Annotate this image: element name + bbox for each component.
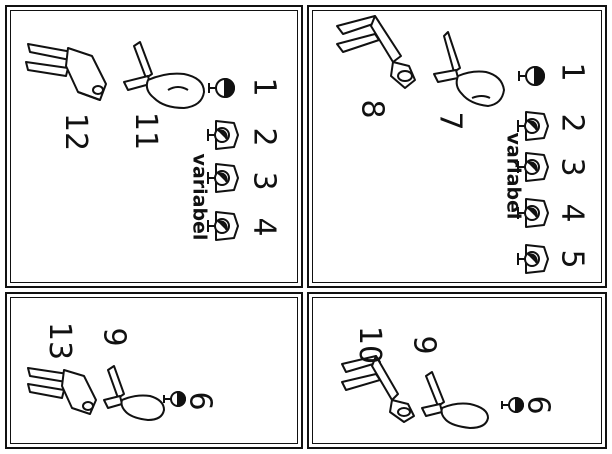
lamp-icon <box>498 393 528 417</box>
number-label: 1 <box>554 62 590 82</box>
panel-bottom-left-frame <box>10 297 298 444</box>
chair-icon <box>100 362 170 422</box>
table-icon <box>24 362 104 418</box>
chair-icon <box>430 28 508 108</box>
panel-top-left <box>5 5 303 288</box>
number-label: 7 <box>432 111 468 131</box>
number-label: 4 <box>554 203 590 223</box>
variabel-label: variabel <box>502 132 525 220</box>
lamp-icon <box>205 74 239 102</box>
number-label: 12 <box>58 112 94 152</box>
lamp-icon <box>160 387 190 411</box>
chair-icon <box>418 368 494 430</box>
number-label: 6 <box>520 395 556 415</box>
lamp-icon <box>514 195 554 231</box>
number-label: 3 <box>246 171 282 191</box>
panel-top-left-frame <box>10 10 298 283</box>
number-label: 6 <box>182 391 218 411</box>
couch-icon <box>336 352 420 423</box>
variabel-label: variabel <box>188 153 211 241</box>
number-label: 1 <box>246 77 282 97</box>
number-label: 8 <box>354 99 390 119</box>
panel-bottom-right-frame <box>312 297 602 444</box>
lamp-icon <box>204 208 244 244</box>
number-label: 9 <box>406 335 442 355</box>
number-label: 2 <box>246 127 282 147</box>
number-label: 3 <box>554 157 590 177</box>
panel-top-right <box>307 5 607 288</box>
number-label: 11 <box>128 111 164 151</box>
lamp-icon <box>514 149 554 185</box>
panel-bottom-right <box>307 292 607 449</box>
number-label: 4 <box>246 217 282 237</box>
number-label: 13 <box>42 321 78 361</box>
couch-icon <box>118 38 208 110</box>
panel-bottom-left <box>5 292 303 449</box>
couch-icon <box>331 10 421 90</box>
table-icon <box>22 38 112 108</box>
number-label: 5 <box>554 249 590 269</box>
lamp-icon <box>515 62 549 90</box>
number-label: 10 <box>352 325 388 365</box>
panel-top-right-frame <box>312 10 602 283</box>
lamp-icon <box>204 117 244 153</box>
number-label: 2 <box>554 113 590 133</box>
lamp-icon <box>514 241 554 277</box>
lamp-icon <box>514 108 554 144</box>
number-label: 9 <box>96 327 132 347</box>
lamp-icon <box>204 160 244 196</box>
